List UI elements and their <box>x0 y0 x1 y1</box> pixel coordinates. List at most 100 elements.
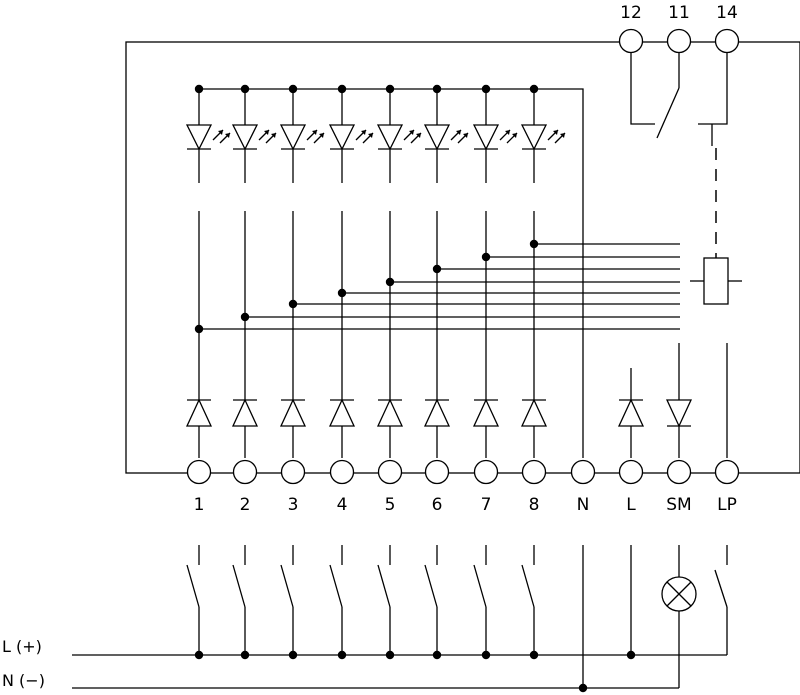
led-arrow-head-5-0 <box>409 130 414 135</box>
switch-3 <box>280 545 298 660</box>
channel-2 <box>231 84 277 458</box>
terminal-n <box>570 459 596 485</box>
switch-1 <box>186 545 204 660</box>
relay-terminal-14 <box>714 28 740 54</box>
external-switches <box>186 545 636 660</box>
diode-2 <box>231 398 259 427</box>
channel-8 <box>520 84 566 458</box>
terminal-label-6: 6 <box>432 495 443 515</box>
channel-7 <box>472 84 518 458</box>
switch-blade-7 <box>473 564 487 608</box>
terminal-label-7: 7 <box>481 495 492 515</box>
terminal-6 <box>424 459 450 485</box>
n-supply-label: N (−) <box>2 671 45 690</box>
switch-6 <box>424 545 442 660</box>
switch-blade-1 <box>186 564 200 608</box>
terminal-label-3: 3 <box>288 495 299 515</box>
n-junction-dot <box>578 683 588 693</box>
relay-label-14: 14 <box>716 3 738 23</box>
led-1 <box>185 124 213 151</box>
terminal-label-4: 4 <box>337 495 348 515</box>
switch-blade-8 <box>521 564 535 608</box>
diode-6 <box>423 398 451 427</box>
switch-2 <box>232 545 250 660</box>
terminal-lp <box>714 459 740 485</box>
diode-3 <box>279 398 307 427</box>
led-arrow-head-7-1 <box>512 133 517 138</box>
device-enclosure <box>125 41 800 474</box>
relay-contact-terminals: 12 11 14 <box>618 3 740 54</box>
led-arrow-head-1-1 <box>225 133 230 138</box>
channel-6 <box>423 84 469 458</box>
bus-lines <box>199 243 680 330</box>
l-supply-label: L (+) <box>2 637 42 656</box>
switch-blade-3 <box>280 564 294 608</box>
terminal-label-5: 5 <box>385 495 396 515</box>
terminal-label-lp: LP <box>717 495 737 515</box>
led-6 <box>423 124 451 151</box>
sm-diode-circuit <box>665 343 693 458</box>
led-arrow-head-2-1 <box>271 133 276 138</box>
relay-terminal-11 <box>666 28 692 54</box>
terminal-label-2: 2 <box>240 495 251 515</box>
led-arrow-head-6-1 <box>463 133 468 138</box>
switch-7 <box>473 545 491 660</box>
led-arrow-head-5-1 <box>416 133 421 138</box>
switch-blade-2 <box>232 564 246 608</box>
bottom-terminals <box>186 459 740 485</box>
led-arrow-head-1-0 <box>218 130 223 135</box>
switch-blade-4 <box>329 564 343 608</box>
switch-8 <box>521 545 539 660</box>
switch-4 <box>329 545 347 660</box>
led-arrow-head-3-1 <box>319 133 324 138</box>
led-arrow-head-8-1 <box>560 133 565 138</box>
neutral-internal-line <box>534 88 584 458</box>
switch-blade-5 <box>377 564 391 608</box>
led-arrow-head-4-0 <box>361 130 366 135</box>
bus-tap-dot-1 <box>194 324 204 334</box>
diode-4 <box>328 398 356 427</box>
led-arrow-head-8-0 <box>553 130 558 135</box>
terminal-4 <box>329 459 355 485</box>
bus-tap-dot-8 <box>529 239 539 249</box>
terminal-5 <box>377 459 403 485</box>
bus-tap-dot-5 <box>385 277 395 287</box>
lp-switch <box>714 545 728 655</box>
switch-blade-6 <box>424 564 438 608</box>
supply-wiring: L (+) N (−) <box>2 637 727 690</box>
relay-terminal-12 <box>618 28 644 54</box>
bus-tap-dot-2 <box>240 312 250 322</box>
diode-1 <box>185 398 213 427</box>
relay-label-12: 12 <box>620 3 642 23</box>
channel-circuits <box>185 84 566 458</box>
terminal-label-8: 8 <box>529 495 540 515</box>
bus-tap-dot-4 <box>337 288 347 298</box>
switch-5 <box>377 545 395 660</box>
led-arrow-head-2-0 <box>264 130 269 135</box>
terminal-8 <box>521 459 547 485</box>
led-arrow-head-4-1 <box>368 133 373 138</box>
channel-5 <box>376 84 422 458</box>
terminal-7 <box>473 459 499 485</box>
relay-changeover-contact <box>630 53 728 146</box>
led-3 <box>279 124 307 151</box>
terminal-labels: 1 2 3 4 5 6 7 8 N L SM LP <box>194 495 737 515</box>
diode-8 <box>520 398 548 427</box>
led-arrow-head-3-0 <box>312 130 317 135</box>
terminal-label-l: L <box>626 495 636 515</box>
l-diode <box>617 398 645 427</box>
relay-coil <box>690 257 742 305</box>
terminal-sm <box>666 459 692 485</box>
led-4 <box>328 124 356 151</box>
diode-5 <box>376 398 404 427</box>
channel-3 <box>279 84 325 458</box>
channel-1 <box>185 84 231 458</box>
terminal-3 <box>280 459 306 485</box>
led-arrow-head-7-0 <box>505 130 510 135</box>
terminal-1 <box>186 459 212 485</box>
relay-label-11: 11 <box>668 3 690 23</box>
led-2 <box>231 124 259 151</box>
terminal-label-sm: SM <box>666 495 691 515</box>
terminal-2 <box>232 459 258 485</box>
